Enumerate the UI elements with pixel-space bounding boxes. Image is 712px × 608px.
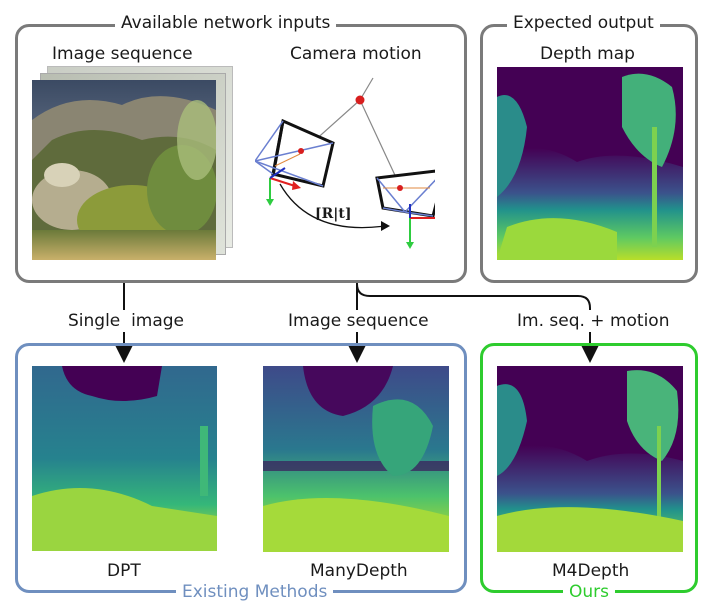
image-sequence-arrow-label: Image sequence xyxy=(288,311,429,331)
camera-motion-diagram xyxy=(255,77,435,249)
motion-formula: [R|t] xyxy=(315,206,352,222)
dpt-depth-map xyxy=(32,366,217,551)
existing-methods-title: Existing Methods xyxy=(176,582,334,602)
dpt-label: DPT xyxy=(107,561,141,581)
seq-motion-arrow-label: Im. seq. + motion xyxy=(517,311,670,331)
camera-motion-label: Camera motion xyxy=(290,44,422,64)
image-sequence-label: Image sequence xyxy=(52,44,193,64)
manydepth-depth-map xyxy=(263,366,449,552)
inputs-panel-title: Available network inputs xyxy=(115,13,337,33)
sequence-frame-front xyxy=(32,80,216,260)
m4depth-depth-map xyxy=(497,366,683,552)
manydepth-label: ManyDepth xyxy=(310,561,408,581)
ground-truth-depth-map xyxy=(497,67,683,260)
m4depth-label: M4Depth xyxy=(552,561,630,581)
single-image-label: Single image xyxy=(68,311,185,331)
depth-map-label: Depth map xyxy=(540,44,635,64)
ours-panel-title: Ours xyxy=(563,582,616,602)
output-panel-title: Expected output xyxy=(507,13,660,33)
